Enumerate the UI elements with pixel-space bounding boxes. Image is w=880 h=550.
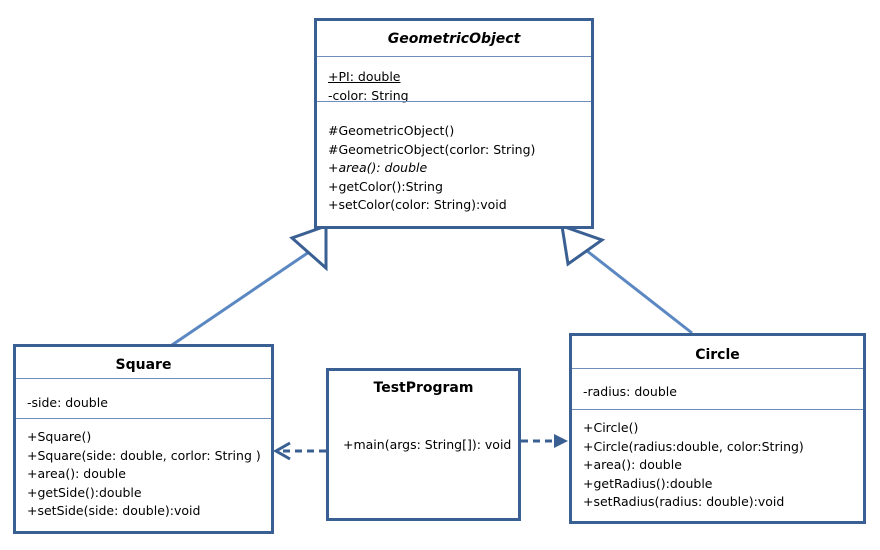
static-attribute: +PI: double: [328, 69, 401, 84]
circle-class: Circle -radius: double +Circle() +Circle…: [569, 333, 866, 524]
method-list: #GeometricObject() #GeometricObject(corl…: [328, 122, 535, 215]
class-divider: [317, 101, 591, 102]
method-list: +Circle() +Circle(radius:double, color:S…: [583, 419, 804, 512]
circle-generalization-arrowhead: [560, 223, 606, 267]
square-class: Square -side: double +Square() +Square(s…: [13, 344, 274, 534]
method: +getRadius():double: [583, 475, 713, 491]
square-generalization-line: [171, 248, 313, 347]
method-list: +main(args: String[]): void: [343, 436, 511, 455]
class-divider: [16, 418, 271, 419]
class-name: Square: [115, 357, 172, 373]
method: #GeometricObject(corlor: String): [328, 141, 536, 157]
testprogram-class: TestProgram +main(args: String[]): void: [326, 368, 521, 521]
geometricobject-class: GeometricObject +PI: double -color: Stri…: [314, 18, 594, 229]
method-list: +Square() +Square(side: double, corlor: …: [27, 428, 261, 521]
testprogram-square-dependency-arrowhead: [272, 441, 291, 461]
attribute-list: -radius: double: [583, 383, 677, 402]
abstract-method: +area(): double: [328, 160, 428, 175]
class-divider: [317, 56, 591, 57]
attribute: -side: double: [27, 395, 108, 410]
method: +Square(side: double, corlor: String ): [27, 447, 261, 463]
attribute: -radius: double: [583, 384, 677, 399]
class-name: TestProgram: [373, 380, 474, 396]
method: +area(): double: [27, 466, 126, 481]
method: +Square(): [27, 429, 92, 444]
class-divider: [572, 409, 863, 410]
attribute-list: +PI: double -color: String: [328, 68, 409, 105]
method: +main(args: String[]): void: [343, 437, 512, 452]
method: +setRadius(radius: double):void: [583, 494, 785, 509]
method: #GeometricObject(): [328, 123, 455, 138]
class-divider: [16, 378, 271, 379]
method: +Circle(): [583, 420, 639, 435]
method: +setColor(color: String):void: [328, 197, 507, 212]
class-name: Circle: [695, 347, 740, 363]
method: +getSide():double: [27, 484, 142, 500]
attribute-list: -side: double: [27, 394, 108, 413]
class-name: GeometricObject: [387, 31, 521, 47]
method: +Circle(radius:double, color:String): [583, 438, 804, 454]
method: +area(): double: [583, 457, 682, 472]
attribute: -color: String: [328, 87, 409, 103]
method: +setSide(side: double):void: [27, 503, 201, 518]
circle-generalization-line: [581, 245, 693, 335]
testprogram-circle-dependency-arrowhead: [554, 434, 568, 448]
method: +getColor():String: [328, 178, 443, 194]
class-divider: [572, 368, 863, 369]
square-generalization-arrowhead: [289, 223, 328, 272]
